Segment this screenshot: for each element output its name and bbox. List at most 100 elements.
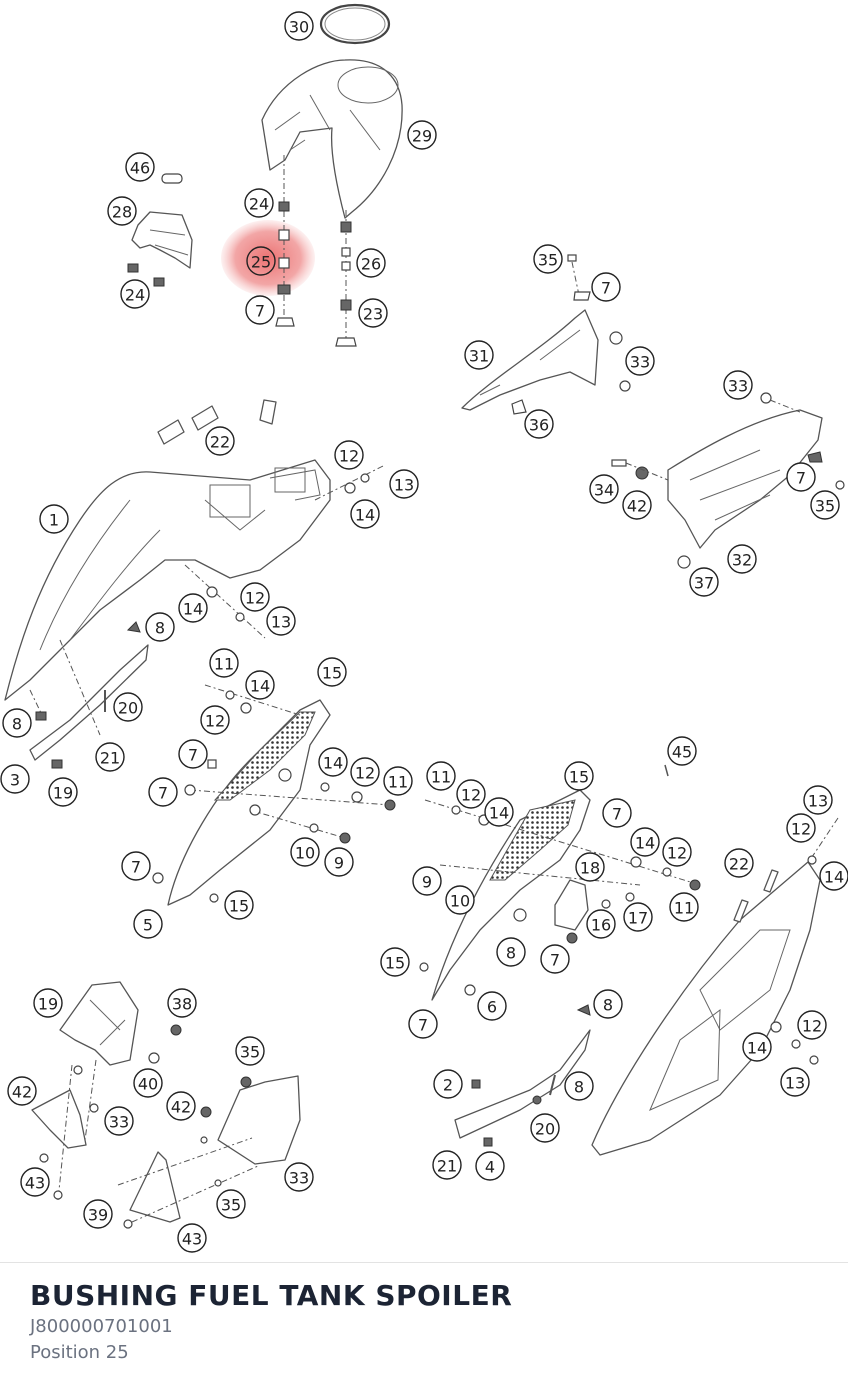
callout-label: 21 xyxy=(100,749,120,768)
callout-13[interactable]: 13 xyxy=(266,606,296,636)
callout-6[interactable]: 6 xyxy=(477,991,507,1021)
callout-10[interactable]: 10 xyxy=(445,885,475,915)
callout-25-selected[interactable]: 25 xyxy=(246,246,276,276)
callout-40[interactable]: 40 xyxy=(133,1068,163,1098)
callout-26[interactable]: 26 xyxy=(356,248,386,278)
callout-7[interactable]: 7 xyxy=(121,851,151,881)
callout-35[interactable]: 35 xyxy=(533,244,563,274)
callout-16[interactable]: 16 xyxy=(586,909,616,939)
callout-7[interactable]: 7 xyxy=(786,462,816,492)
callout-17[interactable]: 17 xyxy=(623,902,653,932)
callout-10[interactable]: 10 xyxy=(290,837,320,867)
callout-3[interactable]: 3 xyxy=(0,764,30,794)
callout-1[interactable]: 1 xyxy=(39,504,69,534)
callout-14[interactable]: 14 xyxy=(742,1032,772,1062)
callout-13[interactable]: 13 xyxy=(389,469,419,499)
callout-9[interactable]: 9 xyxy=(324,847,354,877)
callout-35[interactable]: 35 xyxy=(235,1036,265,1066)
callout-8[interactable]: 8 xyxy=(145,612,175,642)
callout-12[interactable]: 12 xyxy=(240,582,270,612)
callout-33[interactable]: 33 xyxy=(104,1106,134,1136)
callout-24[interactable]: 24 xyxy=(244,188,274,218)
callout-2[interactable]: 2 xyxy=(433,1069,463,1099)
callout-28[interactable]: 28 xyxy=(107,196,137,226)
callout-32[interactable]: 32 xyxy=(727,544,757,574)
callout-7[interactable]: 7 xyxy=(540,944,570,974)
callout-35[interactable]: 35 xyxy=(810,490,840,520)
callout-31[interactable]: 31 xyxy=(464,340,494,370)
callout-12[interactable]: 12 xyxy=(786,813,816,843)
callout-14[interactable]: 14 xyxy=(245,670,275,700)
callout-29[interactable]: 29 xyxy=(407,120,437,150)
callout-7[interactable]: 7 xyxy=(408,1009,438,1039)
callout-34[interactable]: 34 xyxy=(589,474,619,504)
callout-33[interactable]: 33 xyxy=(625,346,655,376)
callout-23[interactable]: 23 xyxy=(358,298,388,328)
callout-15[interactable]: 15 xyxy=(564,761,594,791)
callout-13[interactable]: 13 xyxy=(803,785,833,815)
callout-12[interactable]: 12 xyxy=(350,757,380,787)
callout-42[interactable]: 42 xyxy=(622,490,652,520)
callout-22[interactable]: 22 xyxy=(724,848,754,878)
callout-19[interactable]: 19 xyxy=(48,777,78,807)
callout-7[interactable]: 7 xyxy=(602,798,632,828)
callout-42[interactable]: 42 xyxy=(7,1076,37,1106)
callout-22[interactable]: 22 xyxy=(205,426,235,456)
callout-21[interactable]: 21 xyxy=(432,1150,462,1180)
callout-11[interactable]: 11 xyxy=(383,766,413,796)
callout-8[interactable]: 8 xyxy=(593,989,623,1019)
callout-8[interactable]: 8 xyxy=(2,708,32,738)
callout-20[interactable]: 20 xyxy=(530,1113,560,1143)
side-panel-6 xyxy=(431,789,591,1001)
callout-11[interactable]: 11 xyxy=(669,892,699,922)
callout-label: 24 xyxy=(125,286,145,305)
callout-38[interactable]: 38 xyxy=(167,988,197,1018)
callout-33[interactable]: 33 xyxy=(723,370,753,400)
callout-9[interactable]: 9 xyxy=(412,866,442,896)
callout-15[interactable]: 15 xyxy=(380,947,410,977)
callout-11[interactable]: 11 xyxy=(209,648,239,678)
callout-42[interactable]: 42 xyxy=(166,1091,196,1121)
callout-30[interactable]: 30 xyxy=(284,11,314,41)
callout-13[interactable]: 13 xyxy=(780,1067,810,1097)
callout-12[interactable]: 12 xyxy=(797,1010,827,1040)
callout-label: 2 xyxy=(443,1076,453,1095)
callout-12[interactable]: 12 xyxy=(662,837,692,867)
callout-label: 30 xyxy=(289,18,309,37)
callout-14[interactable]: 14 xyxy=(350,499,380,529)
callout-15[interactable]: 15 xyxy=(317,657,347,687)
callout-46[interactable]: 46 xyxy=(125,152,155,182)
callout-35[interactable]: 35 xyxy=(216,1189,246,1219)
callout-11[interactable]: 11 xyxy=(426,761,456,791)
callout-14[interactable]: 14 xyxy=(630,827,660,857)
callout-7[interactable]: 7 xyxy=(148,777,178,807)
callout-label: 11 xyxy=(674,899,694,918)
callout-43[interactable]: 43 xyxy=(177,1223,207,1253)
callout-14[interactable]: 14 xyxy=(178,593,208,623)
callout-19[interactable]: 19 xyxy=(33,988,63,1018)
callout-12[interactable]: 12 xyxy=(334,440,364,470)
callout-14[interactable]: 14 xyxy=(819,861,848,891)
callout-8[interactable]: 8 xyxy=(496,937,526,967)
callout-43[interactable]: 43 xyxy=(20,1167,50,1197)
callout-33[interactable]: 33 xyxy=(284,1162,314,1192)
callout-5[interactable]: 5 xyxy=(133,909,163,939)
callout-7[interactable]: 7 xyxy=(178,739,208,769)
callout-7[interactable]: 7 xyxy=(591,272,621,302)
callout-4[interactable]: 4 xyxy=(475,1151,505,1181)
callout-12[interactable]: 12 xyxy=(456,779,486,809)
callout-39[interactable]: 39 xyxy=(83,1199,113,1229)
callout-18[interactable]: 18 xyxy=(575,852,605,882)
callout-15[interactable]: 15 xyxy=(224,890,254,920)
callout-7[interactable]: 7 xyxy=(245,295,275,325)
callout-20[interactable]: 20 xyxy=(113,692,143,722)
callout-14[interactable]: 14 xyxy=(318,747,348,777)
callout-36[interactable]: 36 xyxy=(524,409,554,439)
callout-45[interactable]: 45 xyxy=(667,736,697,766)
callout-24[interactable]: 24 xyxy=(120,279,150,309)
callout-37[interactable]: 37 xyxy=(689,567,719,597)
callout-14[interactable]: 14 xyxy=(484,797,514,827)
callout-12[interactable]: 12 xyxy=(200,705,230,735)
callout-21[interactable]: 21 xyxy=(95,742,125,772)
callout-8[interactable]: 8 xyxy=(564,1071,594,1101)
